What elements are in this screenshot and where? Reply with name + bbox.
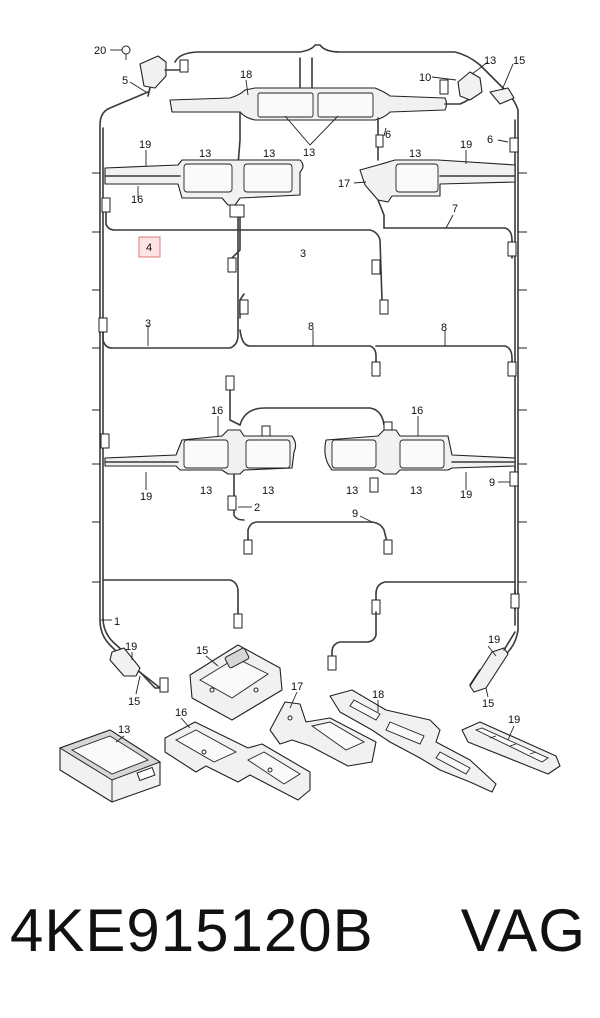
callout-16-mid-left: 16 [211,405,223,417]
mid-harness [225,375,393,439]
upper-left-bracket-16-19 [104,159,304,218]
lower-wires [102,579,520,671]
callout-3-upper: 3 [300,248,306,260]
callout-19-top-left: 19 [139,139,151,151]
leader-lines [101,49,515,743]
callout-18-part: 18 [372,689,384,701]
callout-15-right: 15 [482,698,494,710]
lower-left-bracket [109,647,169,693]
wiring-diagram: 20 5 18 13 10 13 15 6 6 19 13 13 13 19 1… [58,44,561,803]
callout-16-part: 16 [175,707,187,719]
callout-18-top: 18 [240,69,252,81]
callout-13-mid-c: 13 [346,485,358,497]
callout-19-part: 19 [508,714,520,726]
callout-13-top-center: 13 [303,147,315,159]
callout-13-mid-d: 13 [410,485,422,497]
callout-13-part: 13 [118,724,130,736]
highlight-box [138,236,161,258]
top-harness-18 [169,57,479,166]
callout-13-top-right: 13 [484,55,496,67]
wire-8 [239,329,517,377]
brand-label: VAG [460,897,586,964]
callout-19-mid-left: 19 [140,491,152,503]
callout-15-part: 15 [196,645,208,657]
wires-2-9 [243,521,393,555]
part-number: 4KE915120B [10,897,374,964]
callout-2: 2 [254,502,260,514]
callout-5: 5 [122,75,128,87]
callout-13-mid-a: 13 [200,485,212,497]
callout-17-top: 17 [338,178,350,190]
part-16-bracket [164,721,311,801]
callout-19-bottom-left: 19 [125,641,137,653]
callout-19-bottom-right: 19 [488,634,500,646]
callout-6-right: 6 [487,134,493,146]
callout-13-top-c: 13 [409,148,421,160]
callout-8-left: 8 [308,321,314,333]
callout-6-left: 6 [385,129,391,141]
callout-19-mid-right: 19 [460,489,472,501]
part-13-module [58,729,162,803]
callout-16-mid-right: 16 [411,405,423,417]
callout-4: 4 [146,242,152,254]
mid-left-bracket-16-19 [100,429,297,521]
lower-right-bracket [469,631,516,693]
callout-15-left: 15 [128,696,140,708]
callout-13-top-b: 13 [263,148,275,160]
callout-3-lower: 3 [145,318,151,330]
callout-7: 7 [452,203,458,215]
callout-9-right: 9 [489,477,495,489]
callout-10: 10 [419,72,431,84]
callout-8-right: 8 [441,322,447,334]
callout-15-top: 15 [513,55,525,67]
callout-9-mid: 9 [352,508,358,520]
callout-20: 20 [94,45,106,57]
part-15-bracket [189,644,283,721]
callout-13-mid-b: 13 [262,485,274,497]
part-19-bracket [461,721,561,775]
cross-wires-3-7 [98,197,517,349]
callout-13-top-a: 13 [199,148,211,160]
upper-right-bracket-17-19 [359,159,516,229]
mid-right-bracket-16-19 [324,429,519,493]
connector-5-20 [121,45,189,97]
callout-16-top: 16 [131,194,143,206]
part-18-bracket [329,689,497,793]
callout-17-part: 17 [291,681,303,693]
callout-labels: 20 5 18 13 10 13 15 6 6 19 13 13 13 19 1… [94,45,525,736]
callout-1: 1 [114,616,120,628]
part-17-bracket [269,701,377,767]
callout-19-top-right: 19 [460,139,472,151]
